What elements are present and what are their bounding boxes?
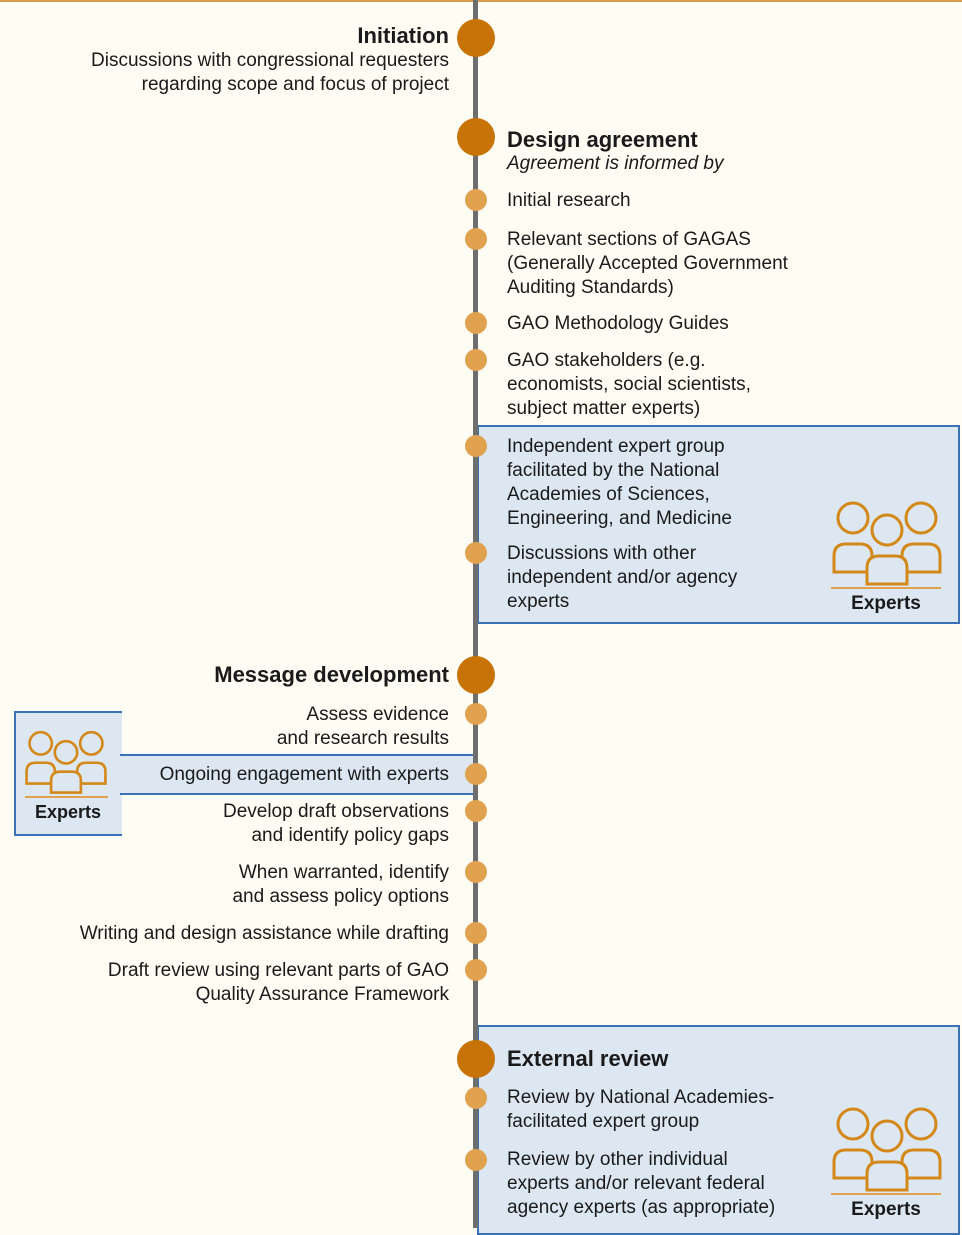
message-item-assess-1: Assess evidence (306, 704, 449, 725)
design-item-nasem-1: Independent expert group (507, 436, 725, 457)
message-item-assess-2: and research results (276, 728, 449, 749)
initiation-heading: Initiation (357, 23, 449, 48)
message-item-ongoing: Ongoing engagement with experts (159, 764, 449, 785)
message-item-options-2: and assess policy options (232, 886, 449, 907)
external-heading: External review (507, 1046, 669, 1071)
initiation-line-2: regarding scope and focus of project (141, 74, 449, 95)
experts-label: Experts (34, 802, 102, 822)
message-heading: Message development (214, 662, 449, 687)
experts-icon (832, 1107, 942, 1192)
message-item-draft-2: and identify policy gaps (251, 825, 449, 846)
design-item-gagas-1: Relevant sections of GAGAS (507, 229, 751, 250)
experts-label: Experts (851, 593, 921, 614)
design-item-stakeholders-1: GAO stakeholders (e.g. (507, 350, 706, 371)
design-item-dot (465, 189, 487, 211)
external-item-other-2: experts and/or relevant federal (507, 1173, 765, 1194)
message-item-dot (465, 861, 487, 883)
experts-divider (831, 587, 941, 589)
design-item-nasem-2: facilitated by the National (507, 460, 720, 481)
message-item-review-1: Draft review using relevant parts of GAO (107, 960, 449, 981)
experts-icon (832, 501, 942, 586)
message-node (457, 656, 495, 694)
design-item-dot (465, 435, 487, 457)
design-heading: Design agreement (507, 127, 698, 152)
design-item-initial-research: Initial research (507, 190, 631, 211)
design-item-dot (465, 228, 487, 250)
design-item-gagas-2: (Generally Accepted Government (507, 253, 788, 274)
message-item-dot (465, 763, 487, 785)
design-item-nasem-4: Engineering, and Medicine (507, 508, 732, 529)
message-item-review-2: Quality Assurance Framework (195, 984, 449, 1005)
design-node (457, 118, 495, 156)
design-item-dot (465, 312, 487, 334)
design-subheading: Agreement is informed by (507, 153, 724, 174)
experts-icon (25, 730, 107, 794)
design-item-discussions-2: independent and/or agency (507, 567, 738, 588)
external-item-nasem-2: facilitated expert group (507, 1111, 700, 1132)
external-node (457, 1040, 495, 1078)
design-item-stakeholders-2: economists, social scientists, (507, 374, 751, 395)
external-item-dot (465, 1087, 487, 1109)
design-item-discussions-3: experts (507, 591, 570, 612)
message-item-dot (465, 800, 487, 822)
external-item-nasem-1: Review by National Academies- (507, 1087, 775, 1108)
message-item-dot (465, 703, 487, 725)
design-item-dot (465, 542, 487, 564)
top-rule (0, 0, 962, 2)
design-item-gagas-3: Auditing Standards) (507, 277, 674, 298)
design-item-dot (465, 349, 487, 371)
timeline-spine (473, 0, 478, 1228)
initiation-line-1: Discussions with congressional requester… (91, 50, 449, 71)
experts-divider (25, 796, 108, 798)
message-item-writing: Writing and design assistance while draf… (79, 923, 449, 944)
experts-divider (831, 1193, 941, 1195)
message-item-dot (465, 959, 487, 981)
message-item-options-1: When warranted, identify (238, 862, 449, 883)
external-item-other-1: Review by other individual (507, 1149, 728, 1170)
external-item-dot (465, 1149, 487, 1171)
design-item-stakeholders-3: subject matter experts) (507, 398, 701, 419)
initiation-node (457, 19, 495, 57)
design-item-methodology: GAO Methodology Guides (507, 313, 729, 334)
message-item-draft-1: Develop draft observations (222, 801, 449, 822)
design-item-discussions-1: Discussions with other (507, 543, 697, 564)
experts-label: Experts (851, 1199, 921, 1220)
message-experts-band (120, 754, 478, 795)
external-item-other-3: agency experts (as appropriate) (507, 1197, 776, 1218)
message-item-dot (465, 922, 487, 944)
design-item-nasem-3: Academies of Sciences, (507, 484, 710, 505)
